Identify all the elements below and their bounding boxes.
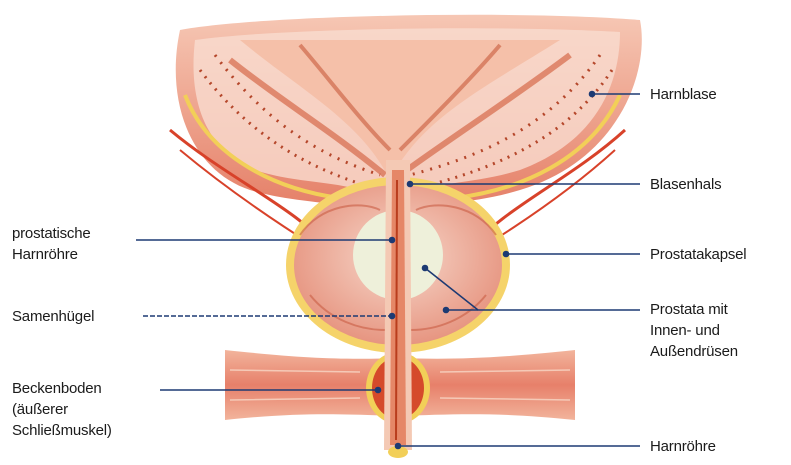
label-line: Harnröhre bbox=[650, 436, 716, 457]
label-line: (äußerer bbox=[12, 399, 112, 420]
label-bladder-neck: Blasenhals bbox=[650, 174, 721, 195]
label-line: Harnröhre bbox=[12, 244, 90, 265]
urethra-graphic bbox=[384, 160, 412, 458]
label-prostate-glands: Prostata mit Innen- und Außendrüsen bbox=[650, 299, 738, 362]
label-prostate-capsule: Prostatakapsel bbox=[650, 244, 746, 265]
label-line: Samenhügel bbox=[12, 306, 94, 327]
label-urethra: Harnröhre bbox=[650, 436, 716, 457]
label-line: Innen- und bbox=[650, 320, 738, 341]
label-prostatic-urethra: prostatische Harnröhre bbox=[12, 223, 90, 265]
label-line: Prostatakapsel bbox=[650, 244, 746, 265]
label-seminal-colliculus: Samenhügel bbox=[12, 306, 94, 327]
label-line: Blasenhals bbox=[650, 174, 721, 195]
label-pelvic-floor: Beckenboden (äußerer Schließmuskel) bbox=[12, 378, 112, 441]
label-line: prostatische bbox=[12, 223, 90, 244]
label-line: Beckenboden bbox=[12, 378, 112, 399]
label-line: Prostata mit bbox=[650, 299, 738, 320]
label-line: Außendrüsen bbox=[650, 341, 738, 362]
label-line: Schließmuskel) bbox=[12, 420, 112, 441]
label-line: Harnblase bbox=[650, 84, 717, 105]
label-bladder: Harnblase bbox=[650, 84, 717, 105]
